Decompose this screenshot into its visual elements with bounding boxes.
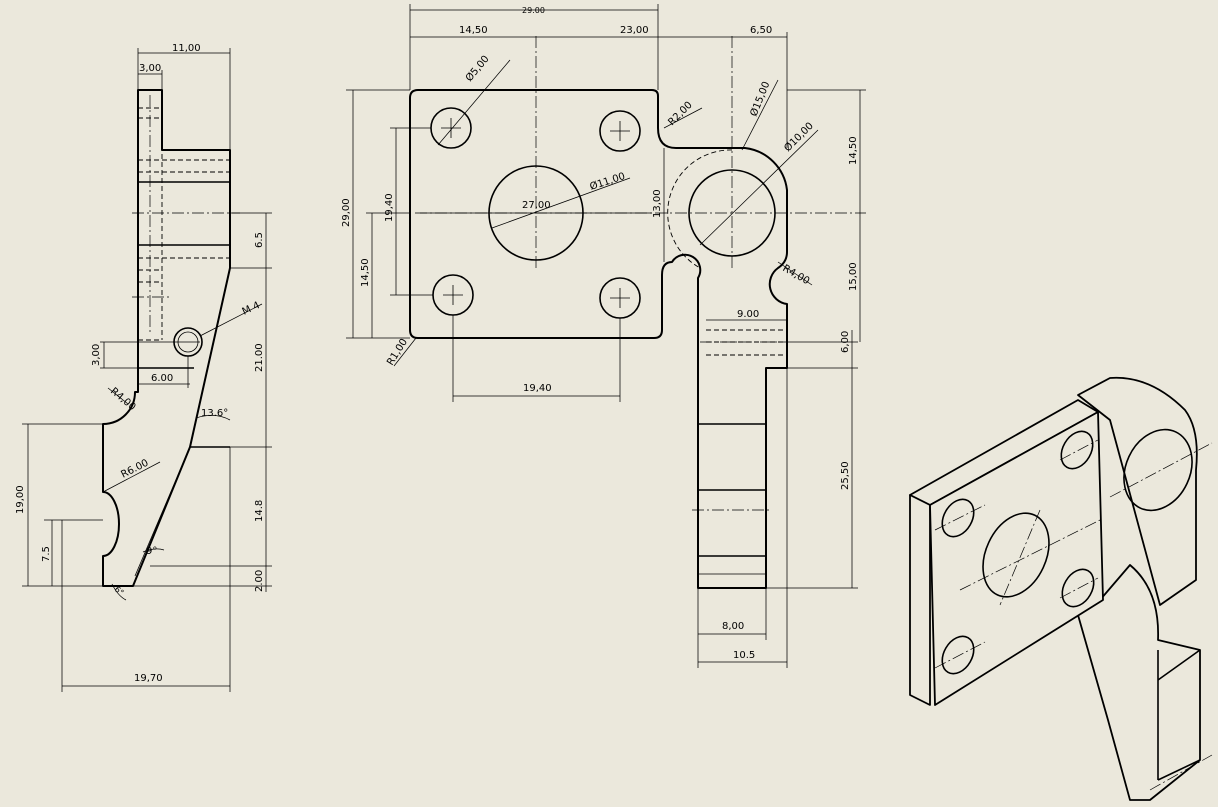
dim-3: 3,00: [91, 344, 102, 366]
dim-height-19-4: 19,40: [384, 193, 395, 222]
dim-6-5: 6.5: [254, 232, 265, 248]
side-view: 11,00 3,00 6.5 21.00 14.8 2.00 3,00 6.00…: [15, 43, 272, 692]
dim-2: 2.00: [254, 570, 265, 592]
dim-angle-6: 6°: [113, 585, 126, 598]
dim-dia-5: Ø5,00: [463, 53, 492, 84]
dim-angle-9: 9°: [146, 546, 157, 557]
dim-19: 19,00: [15, 485, 26, 514]
dim-height-14-5-right: 14,50: [848, 136, 859, 165]
dim-top-width: 11,00: [172, 43, 201, 54]
dim-dia-15: Ø15,00: [748, 80, 773, 118]
dim-6: 6.00: [151, 373, 173, 384]
dim-r6: R6.00: [119, 458, 150, 481]
dim-height-29: 29,00: [341, 198, 352, 227]
dim-13: 13,00: [652, 189, 663, 218]
dim-overall-width: 29.00: [522, 6, 545, 15]
dim-27: 27,00: [522, 200, 551, 211]
dim-height-6: 6,00: [840, 331, 851, 353]
dim-height-14-5-left: 14,50: [360, 258, 371, 287]
dim-width-10-5: 10.5: [733, 650, 755, 661]
dim-width-14-5: 14,50: [459, 25, 488, 36]
dim-width-9: 9.00: [737, 309, 759, 320]
isometric-view: [909, 376, 1213, 801]
dim-width-6-5: 6,50: [750, 25, 772, 36]
dim-r4: R4,00: [781, 263, 812, 287]
dim-r4: R4,00: [108, 386, 137, 413]
dim-slot-width: 3,00: [139, 63, 161, 74]
dim-r1: R1,00: [385, 337, 410, 368]
hole-top-right: [599, 110, 641, 152]
dim-width-19-4: 19,40: [523, 383, 552, 394]
dim-height-15: 15,00: [848, 262, 859, 291]
dim-7-5: 7.5: [41, 546, 52, 562]
dim-21: 21.00: [254, 343, 265, 372]
dim-width-23: 23,00: [620, 25, 649, 36]
dim-14-8: 14.8: [254, 500, 265, 522]
dim-bottom-width: 19,70: [134, 673, 163, 684]
front-view: 29.00 14,50 23,00 6,50 Ø5,00 R2,00 Ø15,0…: [341, 4, 866, 668]
side-view-outline: [102, 89, 231, 587]
dim-thread-m4: M 4: [241, 300, 262, 318]
dim-width-8: 8,00: [722, 621, 744, 632]
dim-height-25-5: 25,50: [840, 461, 851, 490]
dim-angle-13-6: 13.6°: [201, 408, 228, 419]
dim-dia-11: Ø11,00: [588, 170, 626, 193]
front-view-outline: [409, 89, 788, 589]
